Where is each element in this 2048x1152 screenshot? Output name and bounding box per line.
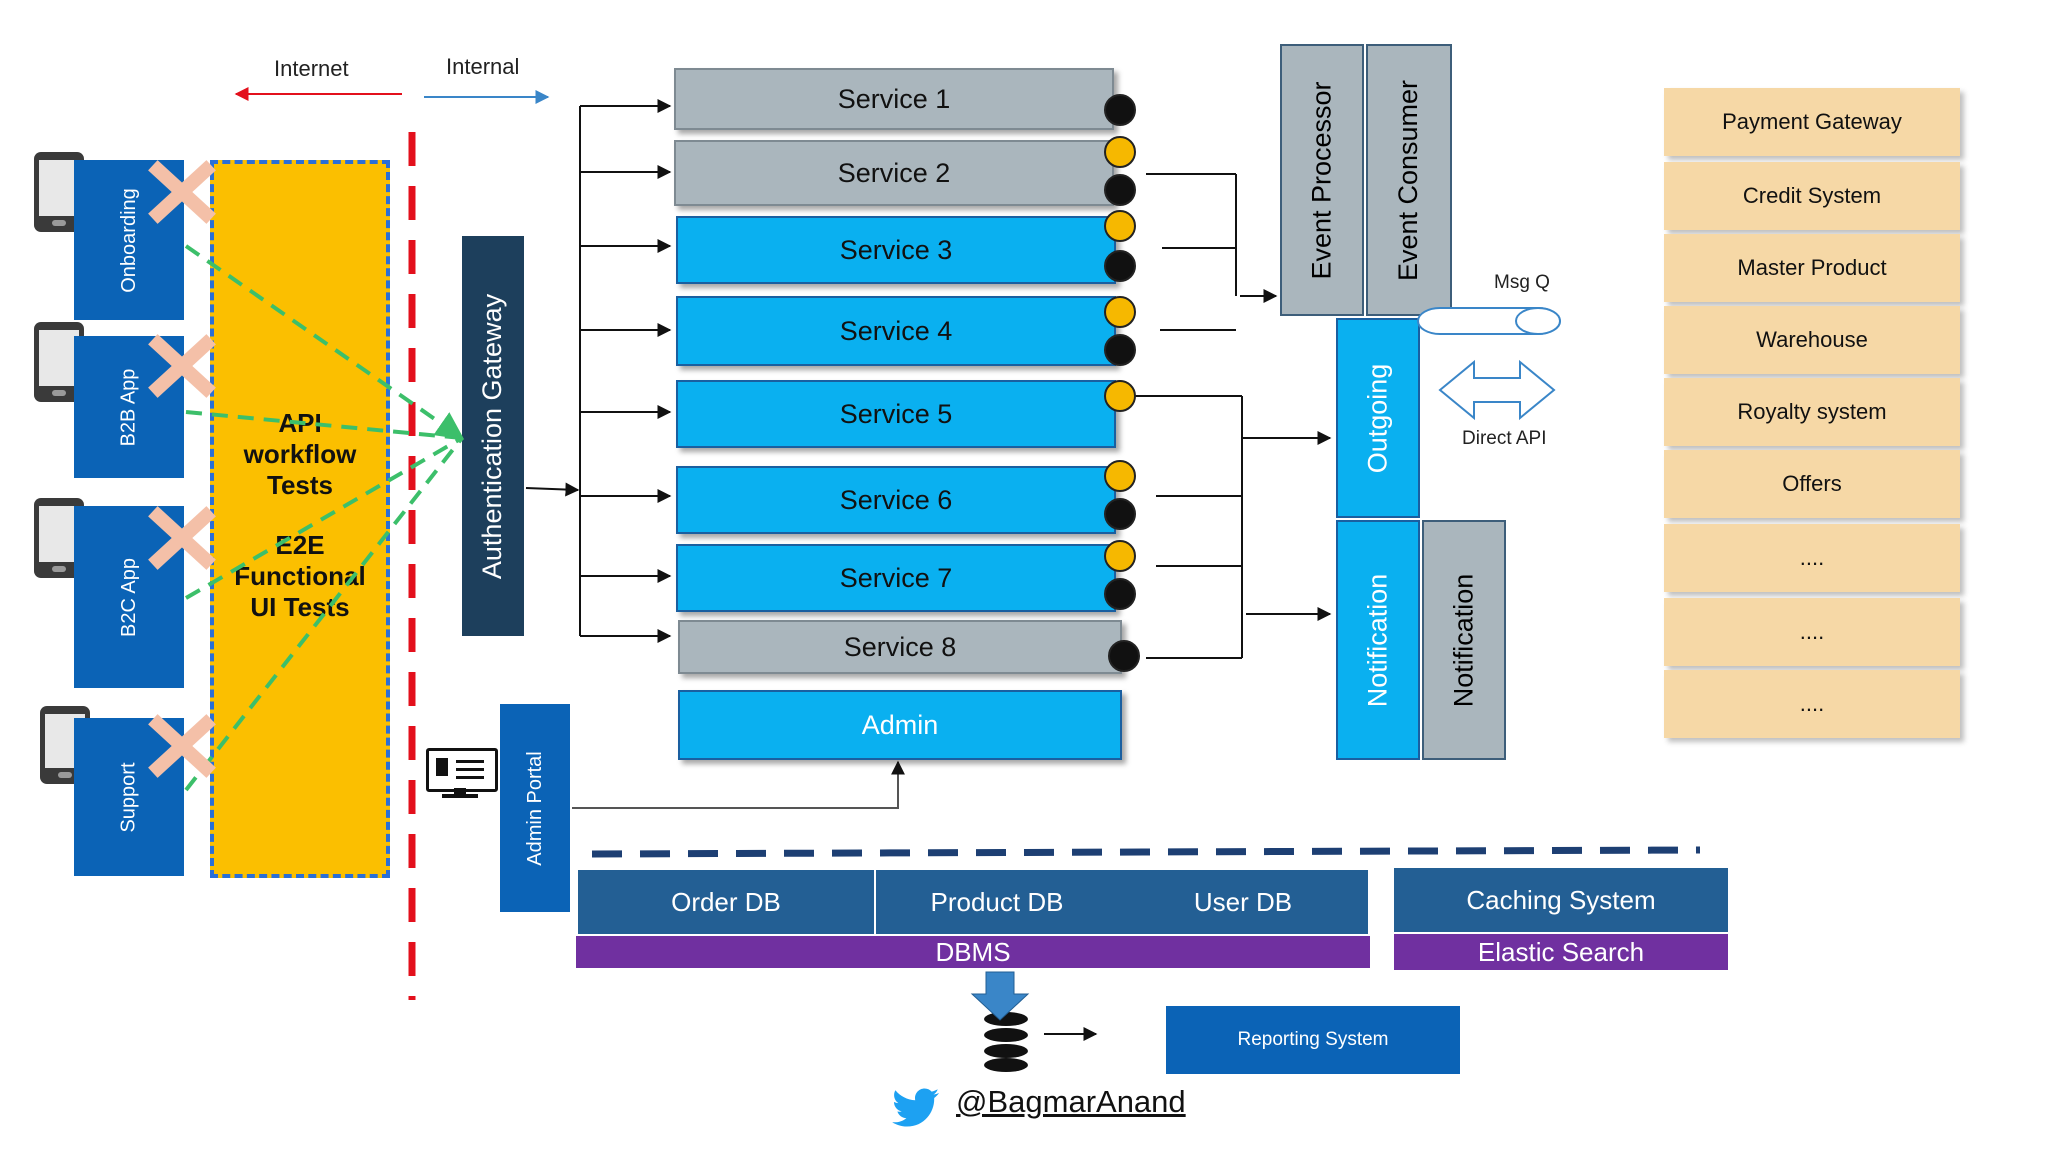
warehouse[interactable]: Warehouse bbox=[1664, 306, 1960, 374]
internet-label: Internet bbox=[274, 56, 349, 81]
internal-label: Internal bbox=[446, 54, 520, 79]
event-consumer[interactable]: Event Consumer bbox=[1366, 44, 1452, 316]
offers[interactable]: Offers bbox=[1664, 450, 1960, 518]
service-8[interactable]: Service 8 bbox=[678, 620, 1122, 674]
service-1[interactable]: Service 1 bbox=[674, 68, 1114, 130]
reporting-system[interactable]: Reporting System bbox=[1166, 1006, 1460, 1074]
direct-api-double-arrow bbox=[1438, 359, 1556, 421]
user-db[interactable]: User DB bbox=[1118, 870, 1368, 934]
service-5[interactable]: Service 5 bbox=[676, 380, 1116, 448]
data-layer-separator bbox=[591, 846, 1701, 858]
event-processor[interactable]: Event Processor bbox=[1280, 44, 1364, 316]
service-event-connectors bbox=[1120, 173, 1243, 659]
notification-service[interactable]: Notification bbox=[1422, 520, 1506, 760]
caching-system[interactable]: Caching System bbox=[1394, 868, 1728, 932]
service-4[interactable]: Service 4 bbox=[676, 296, 1116, 366]
tests-label: API workflow Tests E2E Functional UI Tes… bbox=[234, 408, 366, 622]
dbms-down-arrow bbox=[970, 971, 1030, 1021]
admin-service[interactable]: Admin bbox=[678, 690, 1122, 760]
authentication-gateway[interactable]: Authentication Gateway bbox=[462, 236, 524, 636]
client-b2c-app[interactable]: B2C App bbox=[74, 506, 184, 688]
notification-outgoing[interactable]: Notification bbox=[1336, 520, 1420, 760]
admin-monitor-icon bbox=[426, 748, 498, 798]
client-onboarding[interactable]: Onboarding bbox=[74, 160, 184, 320]
service-status-indicators bbox=[1104, 94, 1140, 672]
test-flow-lines bbox=[184, 244, 465, 792]
order-db[interactable]: Order DB bbox=[578, 870, 874, 934]
external-placeholder: .... bbox=[1664, 598, 1960, 666]
direct-api-label: Direct API bbox=[1462, 428, 1547, 449]
message-queue-icon bbox=[1417, 307, 1561, 335]
dbms[interactable]: DBMS bbox=[576, 936, 1370, 968]
service-7[interactable]: Service 7 bbox=[676, 544, 1116, 612]
payment-gateway[interactable]: Payment Gateway bbox=[1664, 88, 1960, 156]
twitter-handle[interactable]: @BagmarAnand bbox=[956, 1084, 1186, 1119]
credit-system[interactable]: Credit System bbox=[1664, 162, 1960, 230]
admin-portal[interactable]: Admin Portal bbox=[500, 704, 570, 912]
client-support[interactable]: Support bbox=[74, 718, 184, 876]
outgoing[interactable]: Outgoing bbox=[1336, 318, 1420, 518]
service-routing-arrows bbox=[580, 99, 672, 643]
external-placeholder: .... bbox=[1664, 670, 1960, 738]
msg-q-label: Msg Q bbox=[1494, 272, 1550, 293]
service-3[interactable]: Service 3 bbox=[676, 216, 1116, 284]
master-product[interactable]: Master Product bbox=[1664, 234, 1960, 302]
twitter-bird-icon bbox=[892, 1088, 940, 1128]
elastic-search[interactable]: Elastic Search bbox=[1394, 934, 1728, 970]
royalty-system[interactable]: Royalty system bbox=[1664, 378, 1960, 446]
external-placeholder: .... bbox=[1664, 524, 1960, 592]
api-e2e-tests-box bbox=[210, 160, 390, 878]
product-db[interactable]: Product DB bbox=[876, 870, 1118, 934]
blocked-cross-icon bbox=[148, 160, 216, 778]
service-2[interactable]: Service 2 bbox=[674, 140, 1114, 206]
